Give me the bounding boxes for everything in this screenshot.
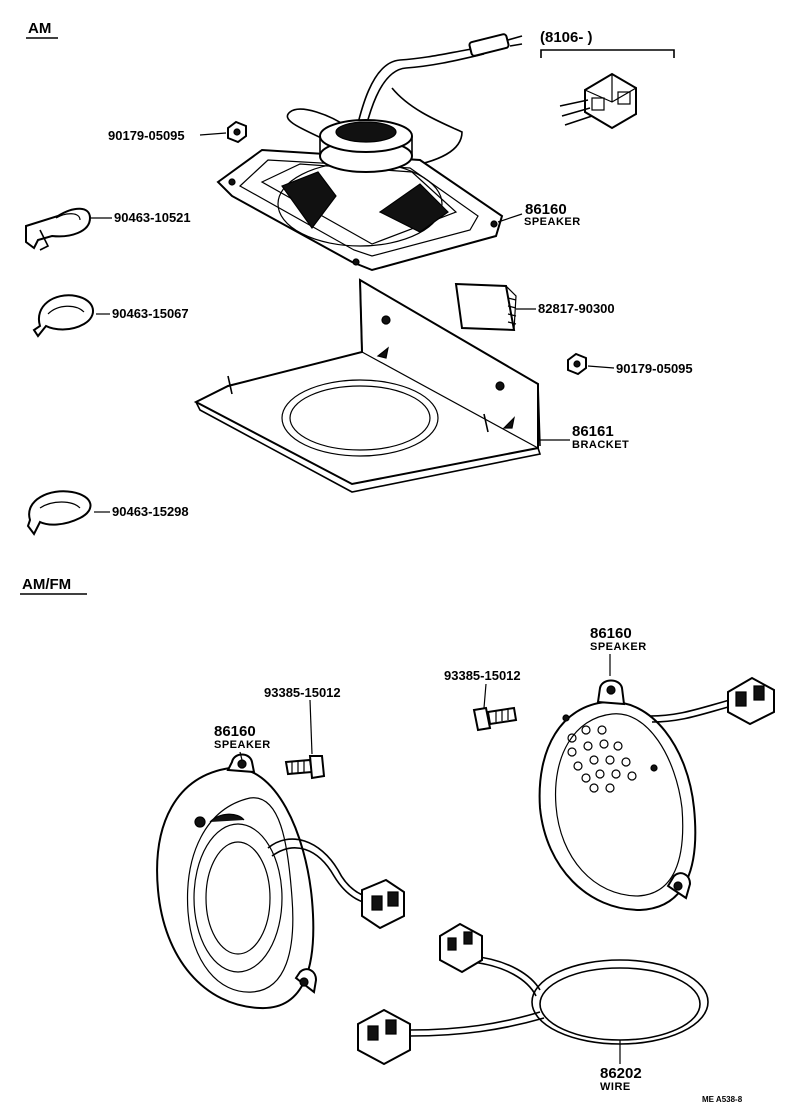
speaker-grill-holes	[567, 725, 637, 793]
amfm-screw-right	[472, 706, 518, 732]
wire-connector-bottom	[357, 1008, 411, 1066]
connector-note: (8106- )	[540, 29, 593, 46]
connector-8106	[559, 72, 637, 130]
amfm-screw-left	[284, 755, 326, 780]
am-nut-right	[567, 352, 587, 376]
amfm-speaker-left-number: 86160	[214, 723, 256, 740]
am-speaker-number: 86160	[525, 201, 567, 218]
am-clamp-2	[32, 294, 94, 338]
am-speaker-leader	[497, 213, 523, 223]
amfm-speaker-right	[538, 676, 775, 912]
speaker-wire-a	[351, 47, 479, 151]
amfm-speaker-left	[156, 753, 405, 1010]
am-speaker	[216, 33, 523, 272]
speaker-wire-plug	[468, 33, 510, 57]
am-bracket-number: 86161	[572, 423, 614, 440]
am-nut-top-label: 90179-05095	[108, 128, 185, 143]
am-cushion	[454, 282, 517, 332]
connector-8106-group: (8106- )	[540, 29, 675, 130]
am-cushion-label: 82817-90300	[538, 301, 615, 316]
am-clamp-3	[26, 490, 92, 536]
am-clamp-3-label: 90463-15298	[112, 504, 189, 519]
amfm-screw-right-label: 93385-15012	[444, 668, 521, 683]
amfm-speaker-left-name: SPEAKER	[214, 739, 271, 751]
am-bracket-name: BRACKET	[572, 439, 629, 451]
am-bracket	[193, 278, 542, 493]
section-title-am: AM	[28, 20, 51, 37]
amfm-screw-left-label: 93385-15012	[264, 685, 341, 700]
amfm-wire	[357, 922, 709, 1066]
am-speaker-name: SPEAKER	[524, 216, 581, 228]
connector-note-bracket	[540, 49, 675, 58]
am-clamp-1-label: 90463-10521	[114, 210, 191, 225]
wire-connector-top	[439, 922, 483, 974]
amfm-speaker-right-name: SPEAKER	[590, 641, 647, 653]
amfm-wire-name: WIRE	[600, 1081, 631, 1093]
am-clamp-1	[25, 207, 92, 251]
amfm-speaker-right-number: 86160	[590, 625, 632, 642]
am-nut-right-label: 90179-05095	[616, 361, 693, 376]
amfm-wire-number: 86202	[600, 1065, 642, 1082]
section-title-amfm: AM/FM	[22, 576, 71, 593]
am-clamp-2-label: 90463-15067	[112, 306, 189, 321]
am-nut-top	[227, 120, 247, 144]
footer-code: ME A538-8	[702, 1095, 743, 1104]
